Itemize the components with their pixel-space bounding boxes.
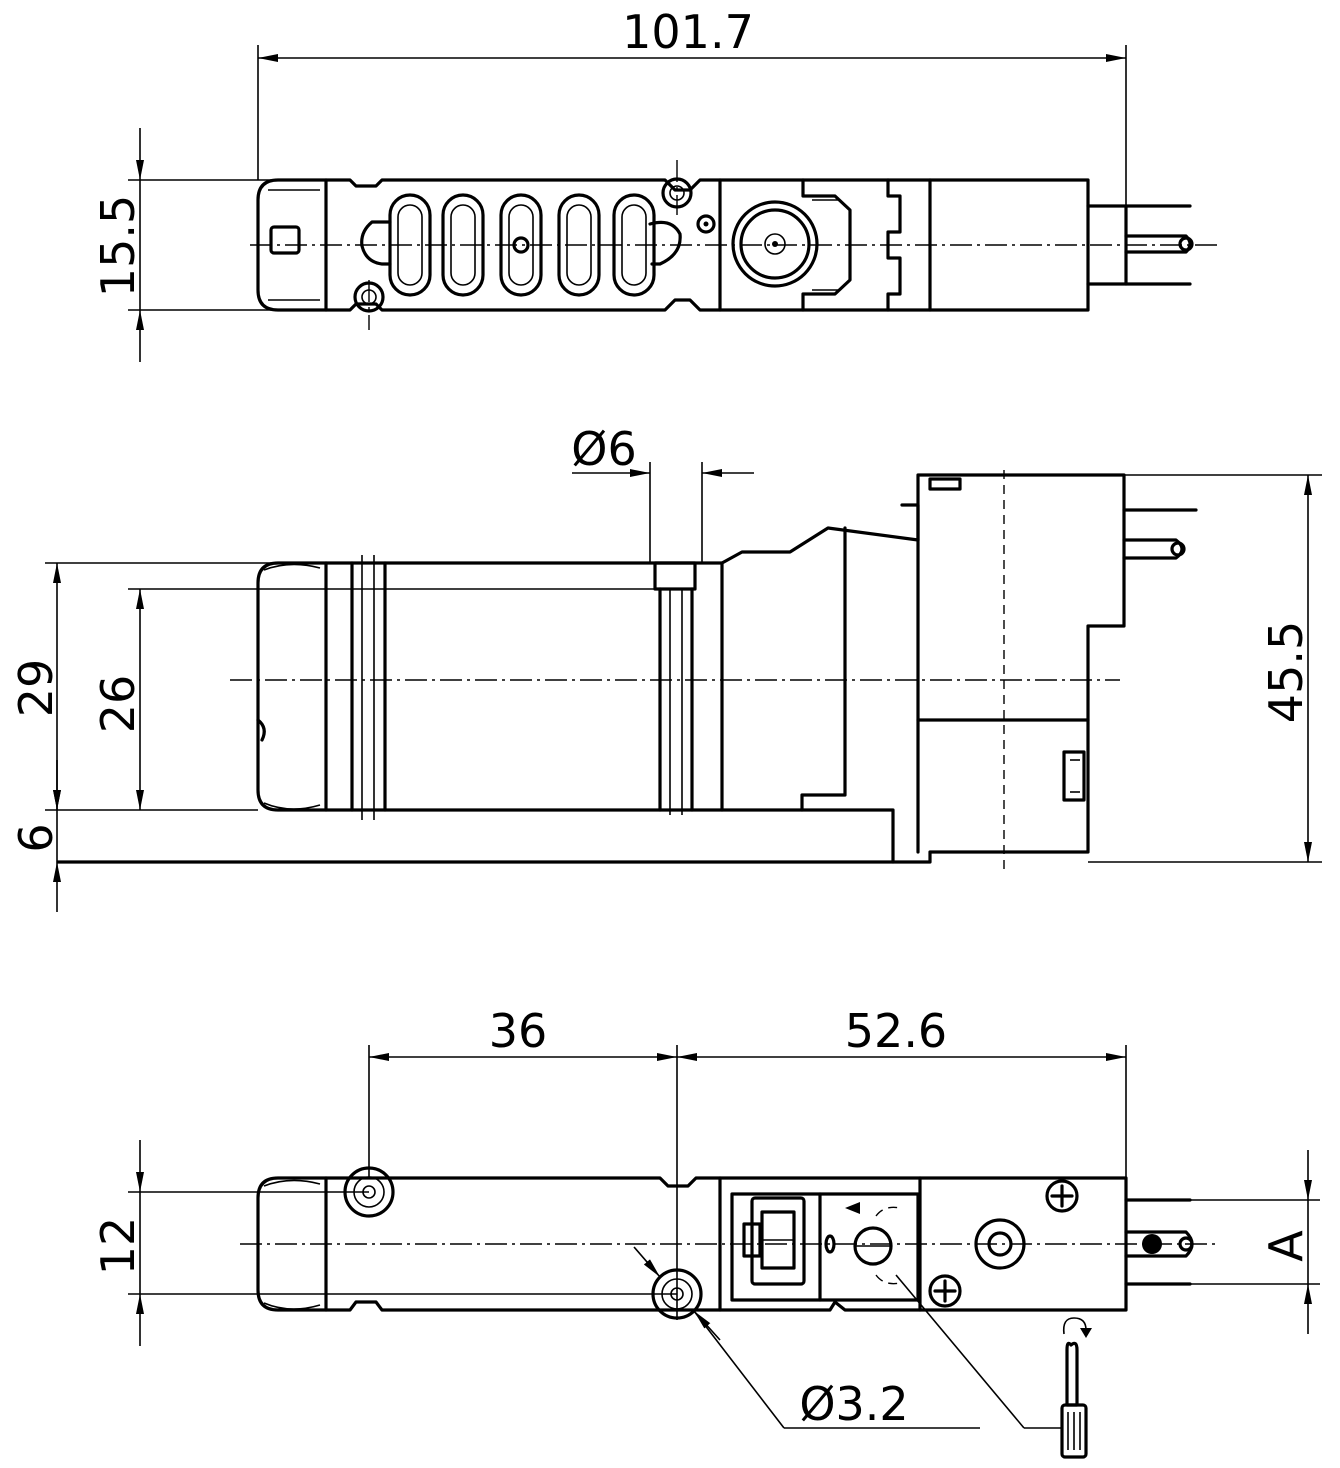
dim-overall-length: 101.7 — [257, 5, 1127, 205]
override-leader — [895, 1274, 1062, 1429]
dim-hole-spacing: 36 — [368, 1004, 1127, 1320]
dim-port-diameter: Ø6 — [571, 422, 754, 563]
side-view — [56, 470, 1198, 875]
dim-hole-to-end: 52.6 — [677, 1004, 1126, 1061]
top-view — [250, 160, 1220, 330]
dim-height-26: 26 — [91, 588, 655, 810]
rotate-arrow-icon — [1062, 1317, 1092, 1338]
screwdriver-icon — [1060, 1341, 1088, 1459]
dim-label-52-6: 52.6 — [845, 1004, 947, 1058]
bottom-view — [240, 1166, 1220, 1320]
dim-label-101-7: 101.7 — [622, 5, 754, 59]
dim-label-12: 12 — [91, 1217, 145, 1276]
dim-hole-height: 12 — [91, 1140, 677, 1346]
dim-hole-diameter: Ø3.2 — [633, 1246, 980, 1431]
dim-total-height: 45.5 — [1088, 474, 1322, 863]
dim-label-6: 6 — [9, 823, 63, 852]
dim-top-height: 15.5 — [91, 128, 330, 362]
dim-label-45-5: 45.5 — [1259, 621, 1313, 723]
dim-label-26: 26 — [91, 675, 145, 734]
dim-label-hole-diameter: Ø3.2 — [799, 1377, 908, 1431]
dim-base-6: 6 — [9, 760, 63, 912]
dim-label-36: 36 — [489, 1004, 548, 1058]
dim-label-port-diameter: Ø6 — [571, 422, 636, 476]
dim-label-29: 29 — [9, 659, 63, 718]
dim-label-15-5: 15.5 — [91, 195, 145, 297]
dim-connector-a: A — [1190, 1150, 1320, 1334]
dim-label-a: A — [1259, 1230, 1313, 1262]
